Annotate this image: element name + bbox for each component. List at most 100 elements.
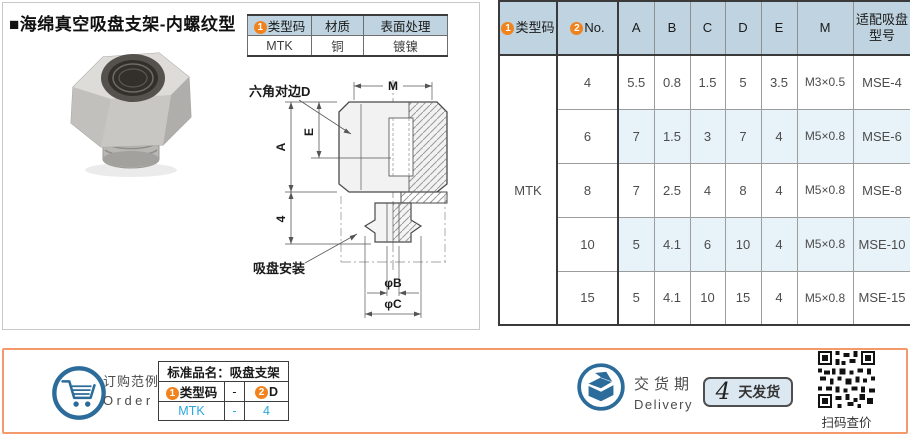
spec-value-typecode: MTK xyxy=(247,35,312,57)
thread-cell: M3×0.5 xyxy=(796,54,854,110)
dim-label-m: M xyxy=(388,79,398,93)
thread-cell: M5×0.8 xyxy=(796,216,854,272)
table-row: 15 5 4.1 10 15 4 M5×0.8 MSE-15 xyxy=(499,270,910,326)
delivery-label: 交货期 Delivery xyxy=(634,373,694,412)
dim-cell: 3.5 xyxy=(760,54,798,110)
dim-cell: 0.8 xyxy=(653,54,691,110)
qr-caption: 扫码查价 xyxy=(821,416,872,430)
col-header-a: A xyxy=(618,1,655,56)
no-cell: 15 xyxy=(556,270,619,326)
order-example-en: Order xyxy=(103,393,154,408)
dim-label-a: A xyxy=(274,142,288,151)
dim-cell: 15 xyxy=(724,270,762,326)
spec-value-finish: 镀镍 xyxy=(363,35,448,57)
dim-cell: 4 xyxy=(760,162,798,218)
model-cell: MSE-15 xyxy=(852,270,910,326)
spec-value-material: 铜 xyxy=(311,35,364,57)
dim-cell: 5 xyxy=(617,216,655,272)
model-cell: MSE-8 xyxy=(852,162,910,218)
dim-cell: 1.5 xyxy=(653,108,691,164)
table-row: 10 5 4.1 6 10 4 M5×0.8 MSE-10 xyxy=(499,216,910,272)
dim-cell: 5 xyxy=(724,54,762,110)
badge-1-icon: 1 xyxy=(253,21,267,34)
col-header-e: E xyxy=(761,1,798,56)
label-hex-across-flats: 六角对边D xyxy=(249,84,310,99)
delivery-en: Delivery xyxy=(634,397,693,412)
no-cell: 10 xyxy=(556,216,619,272)
order-product-name: 标准品名：吸盘支架 xyxy=(157,361,290,382)
cart-icon xyxy=(52,366,106,420)
dim-cell: 10 xyxy=(724,216,762,272)
dim-cell: 4 xyxy=(760,216,798,272)
dim-cell: 4 xyxy=(689,162,726,218)
spec-header-material: 材质 xyxy=(311,14,364,36)
dim-cell: 1.5 xyxy=(689,54,726,110)
dim-cell: 7 xyxy=(724,108,762,164)
table-row: MTK 4 5.5 0.8 1.5 5 3.5 M3×0.5 MSE-4 xyxy=(498,54,910,326)
dim-cell: 5.5 xyxy=(617,54,655,110)
delivery-days-suffix: 天发货 xyxy=(738,384,781,400)
model-cell: MSE-4 xyxy=(852,54,910,110)
thread-cell: M5×0.8 xyxy=(796,162,854,218)
label-suction-mount: 吸盘安装 xyxy=(253,261,305,276)
delivery-cn: 交货期 xyxy=(634,376,695,393)
badge-1-icon: 1 xyxy=(501,22,515,36)
order-example-label: 订购范例 Order xyxy=(103,371,159,408)
dim-cell: 8 xyxy=(724,162,762,218)
dim-cell: 10 xyxy=(689,270,726,326)
dim-cell: 3 xyxy=(689,108,726,164)
table-row: 6 7 1.5 3 7 4 M5×0.8 MSE-6 xyxy=(499,108,910,164)
thread-cell: M5×0.8 xyxy=(796,270,854,326)
qr-code xyxy=(818,351,875,408)
dim-label-phib: φB xyxy=(384,276,402,290)
dim-cell: 4.1 xyxy=(653,270,691,326)
no-cell: 6 xyxy=(556,108,619,164)
spec-header-finish: 表面处理 xyxy=(363,14,448,36)
dim-label-4: 4 xyxy=(274,215,288,222)
thread-cell: M5×0.8 xyxy=(796,108,854,164)
no-cell: 8 xyxy=(556,162,619,218)
dim-label-phic: φC xyxy=(384,297,402,311)
order-col-dash: - xyxy=(224,381,245,402)
delivery-days-box: 4 天发货 xyxy=(703,377,793,407)
col-header-c: C xyxy=(690,1,726,56)
col-header-b: B xyxy=(654,1,691,56)
dim-cell: 6 xyxy=(689,216,726,272)
dim-cell: 5 xyxy=(617,270,655,326)
no-cell: 4 xyxy=(556,54,619,110)
dim-cell: 2.5 xyxy=(653,162,691,218)
technical-drawing: M A E 4 六角对边D 吸盘安装 xyxy=(249,79,448,318)
model-cell: MSE-10 xyxy=(852,216,910,272)
table-row: 8 7 2.5 4 8 4 M5×0.8 MSE-8 xyxy=(499,162,910,218)
dim-cell: 4 xyxy=(760,108,798,164)
col-header-m: M xyxy=(797,1,854,56)
badge-1-icon: 1 xyxy=(165,387,179,400)
dim-cell: 7 xyxy=(617,108,655,164)
page-title: ■海绵真空吸盘支架-内螺纹型 xyxy=(9,15,236,34)
col-header-model: 适配吸盘型号 xyxy=(853,1,910,56)
dim-cell: 4.1 xyxy=(653,216,691,272)
dim-cell: 4 xyxy=(760,270,798,326)
delivery-days-number: 4 xyxy=(715,378,731,405)
order-example-cn: 订购范例 xyxy=(103,374,160,389)
order-value-typecode: MTK xyxy=(158,401,225,421)
model-cell: MSE-6 xyxy=(852,108,910,164)
dim-label-e: E xyxy=(302,128,316,136)
badge-2-icon: 2 xyxy=(255,385,268,399)
order-value-dash: - xyxy=(224,401,245,421)
type-code-cell: MTK xyxy=(498,54,558,326)
dim-cell: 7 xyxy=(617,162,655,218)
badge-2-icon: 2 xyxy=(570,22,584,36)
col-header-d: D xyxy=(725,1,762,56)
